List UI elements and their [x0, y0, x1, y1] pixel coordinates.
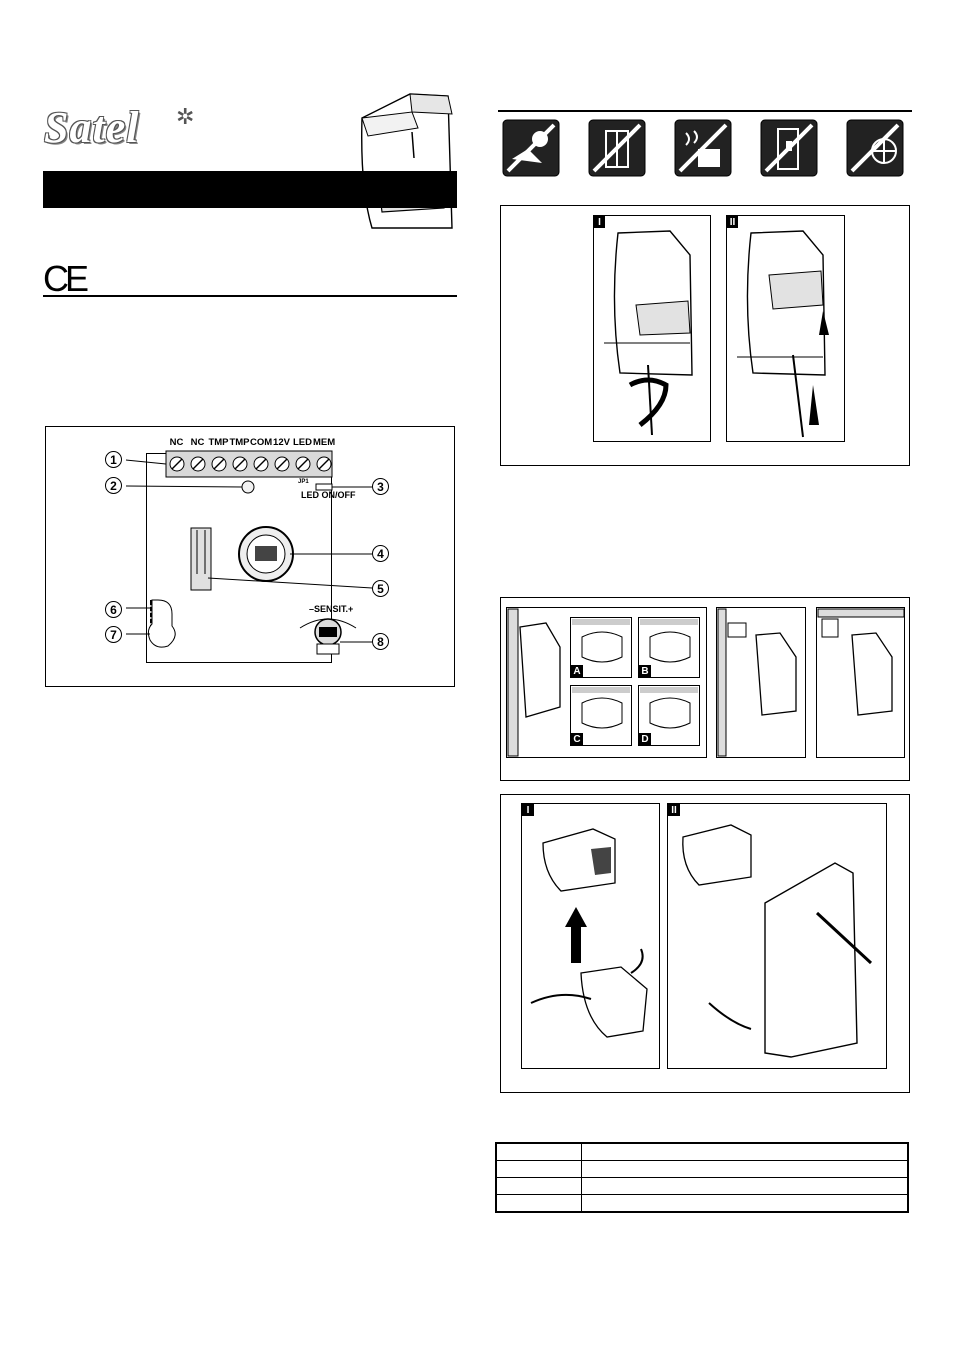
no-window-icon	[588, 119, 646, 177]
terminal-label: LED	[293, 437, 312, 448]
opening-steps-frame	[500, 205, 910, 466]
terminal-label: NC	[190, 437, 205, 448]
mounting-panel-wall	[506, 607, 707, 758]
opening-step-panel	[593, 215, 711, 442]
table-cell	[495, 1142, 582, 1161]
satel-logo: Satel	[44, 103, 140, 152]
table-row	[495, 1160, 909, 1178]
table-row	[495, 1142, 909, 1161]
terminal-label: TMP	[229, 437, 250, 448]
step-tag: II	[668, 804, 680, 816]
corner-option-a	[570, 617, 632, 678]
mounting-panel-bracket-wall	[716, 607, 806, 758]
satel-logo-mark: ✲	[176, 104, 195, 129]
table-cell	[495, 1177, 582, 1195]
step-tag: I	[522, 804, 534, 816]
table-cell	[495, 1160, 582, 1178]
terminal-label: COM	[250, 437, 273, 448]
bracket-step-panel	[667, 803, 887, 1069]
step-tag: I	[594, 216, 605, 228]
installation-warning-icons	[502, 119, 904, 177]
corner-option-b	[638, 617, 700, 678]
mounting-panel-bracket-ceiling	[816, 607, 905, 758]
mounting-options-frame	[500, 597, 910, 781]
option-tag: C	[571, 733, 583, 745]
callout-marker: 1	[105, 451, 122, 468]
table-cell	[495, 1194, 582, 1213]
callout-marker: 7	[105, 626, 122, 643]
led-onoff-label: LED ON/OFF	[301, 490, 356, 500]
callout-marker: 5	[372, 580, 389, 597]
no-heater-icon	[674, 119, 732, 177]
jumper-label: JP1	[298, 479, 309, 485]
header-divider	[43, 295, 457, 297]
board-drawing	[125, 450, 373, 655]
right-column-divider	[498, 110, 912, 112]
no-sunlight-icon	[502, 119, 560, 177]
table-cell	[581, 1194, 909, 1213]
no-door-icon	[760, 119, 818, 177]
table-row	[495, 1194, 909, 1213]
opening-step-panel	[726, 215, 845, 442]
step-tag: II	[727, 216, 738, 228]
corner-option-d	[638, 685, 700, 746]
ce-mark: CE	[43, 258, 89, 299]
corner-option-c	[570, 685, 632, 746]
board-diagram-frame	[45, 426, 455, 687]
table-cell	[581, 1177, 909, 1195]
option-tag: D	[639, 733, 651, 745]
bracket-steps-drawing	[530, 824, 873, 1058]
callout-marker: 2	[105, 477, 122, 494]
terminal-label: 12V	[273, 437, 290, 448]
terminal-label: NC	[169, 437, 184, 448]
bracket-step-panel	[521, 803, 660, 1069]
sensitivity-label: –SENSIT.+	[309, 604, 354, 614]
opening-step-drawing	[737, 230, 829, 438]
detector-product-image	[361, 93, 453, 229]
callout-marker: 3	[372, 478, 389, 495]
title-bar	[43, 171, 457, 208]
terminal-label: MEM	[313, 437, 336, 448]
table-cell	[581, 1142, 909, 1161]
table-cell	[581, 1160, 909, 1178]
option-tag: B	[639, 665, 651, 677]
callout-marker: 4	[372, 545, 389, 562]
callout-marker: 6	[105, 601, 122, 618]
callout-marker: 8	[372, 633, 389, 650]
table-row	[495, 1177, 909, 1195]
mounting-options-drawing	[507, 608, 905, 757]
bracket-steps-frame	[500, 794, 910, 1093]
terminal-labels: NC NC TMP TMP COM 12V LED MEM	[166, 437, 336, 448]
opening-step-drawing	[604, 230, 693, 436]
spec-table	[495, 1142, 909, 1213]
no-fan-icon	[846, 119, 904, 177]
terminal-label: TMP	[208, 437, 229, 448]
option-tag: A	[571, 665, 583, 677]
